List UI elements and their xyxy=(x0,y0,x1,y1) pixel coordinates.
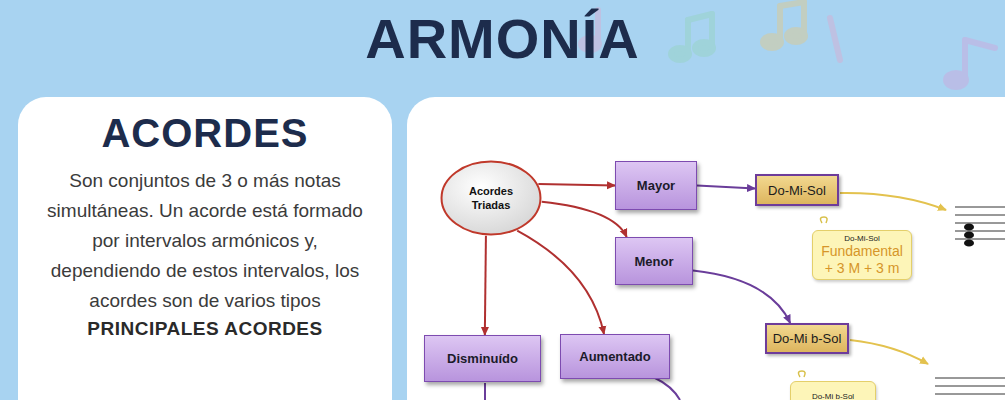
node-text: ACORDES xyxy=(101,111,308,156)
process-box: Disminuído xyxy=(424,335,541,382)
page-title: ARMONÍA xyxy=(0,6,1005,71)
process-box: Aumentado xyxy=(560,334,670,379)
connector-arrow xyxy=(517,231,604,334)
note-callout: Do-Mi-SolFundamental + 3 M + 3 m xyxy=(812,230,912,280)
node-text: Mayor xyxy=(637,178,675,193)
connector-arrow xyxy=(538,184,615,186)
connector-arrow xyxy=(542,202,627,237)
node-text: Do-Mi-Sol xyxy=(768,183,826,198)
connector-arrow xyxy=(485,236,486,335)
connector-arrow xyxy=(693,271,790,323)
chord-box: Do-Mi-Sol xyxy=(755,174,839,206)
node-text: Menor xyxy=(635,254,674,269)
connector-arrow xyxy=(697,186,755,189)
node-text: Do-Mi b-Sol xyxy=(812,392,854,400)
info-panel: ACORDES Son conjuntos de 3 o más notas si… xyxy=(18,97,392,400)
ellipse-node: Acordes Triadas xyxy=(440,160,542,236)
node-text: Fundamental + 3 M + 3 m xyxy=(821,243,903,277)
note-callout: Do-Mi b-Sol xyxy=(790,381,876,400)
node-text: Disminuído xyxy=(447,351,518,366)
process-box: Menor xyxy=(615,237,693,285)
ellipse-outline xyxy=(440,160,542,236)
node-text: PRINCIPALES ACORDES xyxy=(87,318,322,340)
process-box: Mayor xyxy=(615,161,697,210)
node-text: Acordes Triadas xyxy=(455,184,527,212)
node-text: Do-Mi b-Sol xyxy=(773,331,842,346)
node-text: Aumentado xyxy=(579,349,651,364)
node-text: Do-Mi-Sol xyxy=(844,234,880,243)
chord-box: Do-Mi b-Sol xyxy=(765,323,849,354)
node-text: Son conjuntos de 3 o más notas simultáne… xyxy=(35,166,375,316)
